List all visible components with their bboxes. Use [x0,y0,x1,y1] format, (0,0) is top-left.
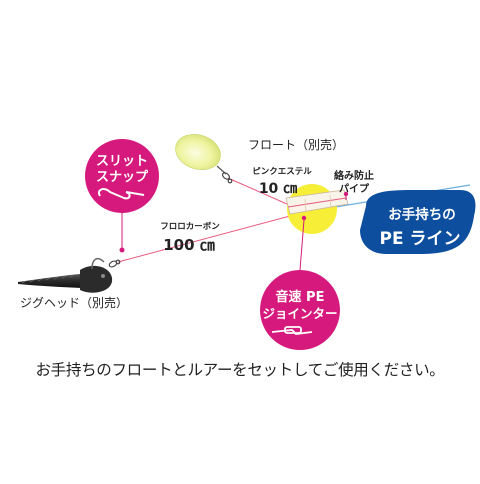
pe-jointer-label-1: 音速 PE [276,289,325,305]
float-snap [221,172,233,184]
pink-ester-length: 10 ㎝ [259,181,297,197]
pe-jointer-icon [271,326,313,335]
pe-jointer-badge [260,270,340,350]
pointer-antitangle-dot [343,191,349,197]
float-label: フロート（別売） [248,137,344,152]
pe-line-label-2: PE ライン [380,229,461,249]
pointer-pe-jointer-dot [301,215,307,221]
antitangle-label-2: パイプ [339,182,370,195]
jig-snap [108,259,121,268]
usage-caption: お手持ちのフロートとルアーをセットしてご使用ください。 [35,361,445,379]
pointer-snap-dot [119,247,125,253]
fluorocarbon-length: 100 ㎝ [163,236,215,254]
pe-line-label-1: お手持ちの [388,206,456,223]
jig-head [18,257,113,293]
antitangle-label-1: 絡み防止 [334,169,374,182]
antitangle-pipe [285,189,349,215]
slit-snap-icon [98,188,145,200]
jig-head-label: ジグヘッド（別売） [20,295,128,310]
pe-line-badge [360,190,476,254]
slit-snap-label-1: スリット [96,154,148,169]
pe-jointer-label-2: ジョインター [262,306,337,321]
fluorocarbon-line [117,211,306,263]
slit-snap-label-2: スナップ [96,170,149,185]
fluorocarbon-name: フロロカーボン [160,221,220,232]
float [175,134,227,175]
pink-ester-name: ピンクエステル [252,166,312,177]
pointer-pe-jointer [299,219,305,271]
